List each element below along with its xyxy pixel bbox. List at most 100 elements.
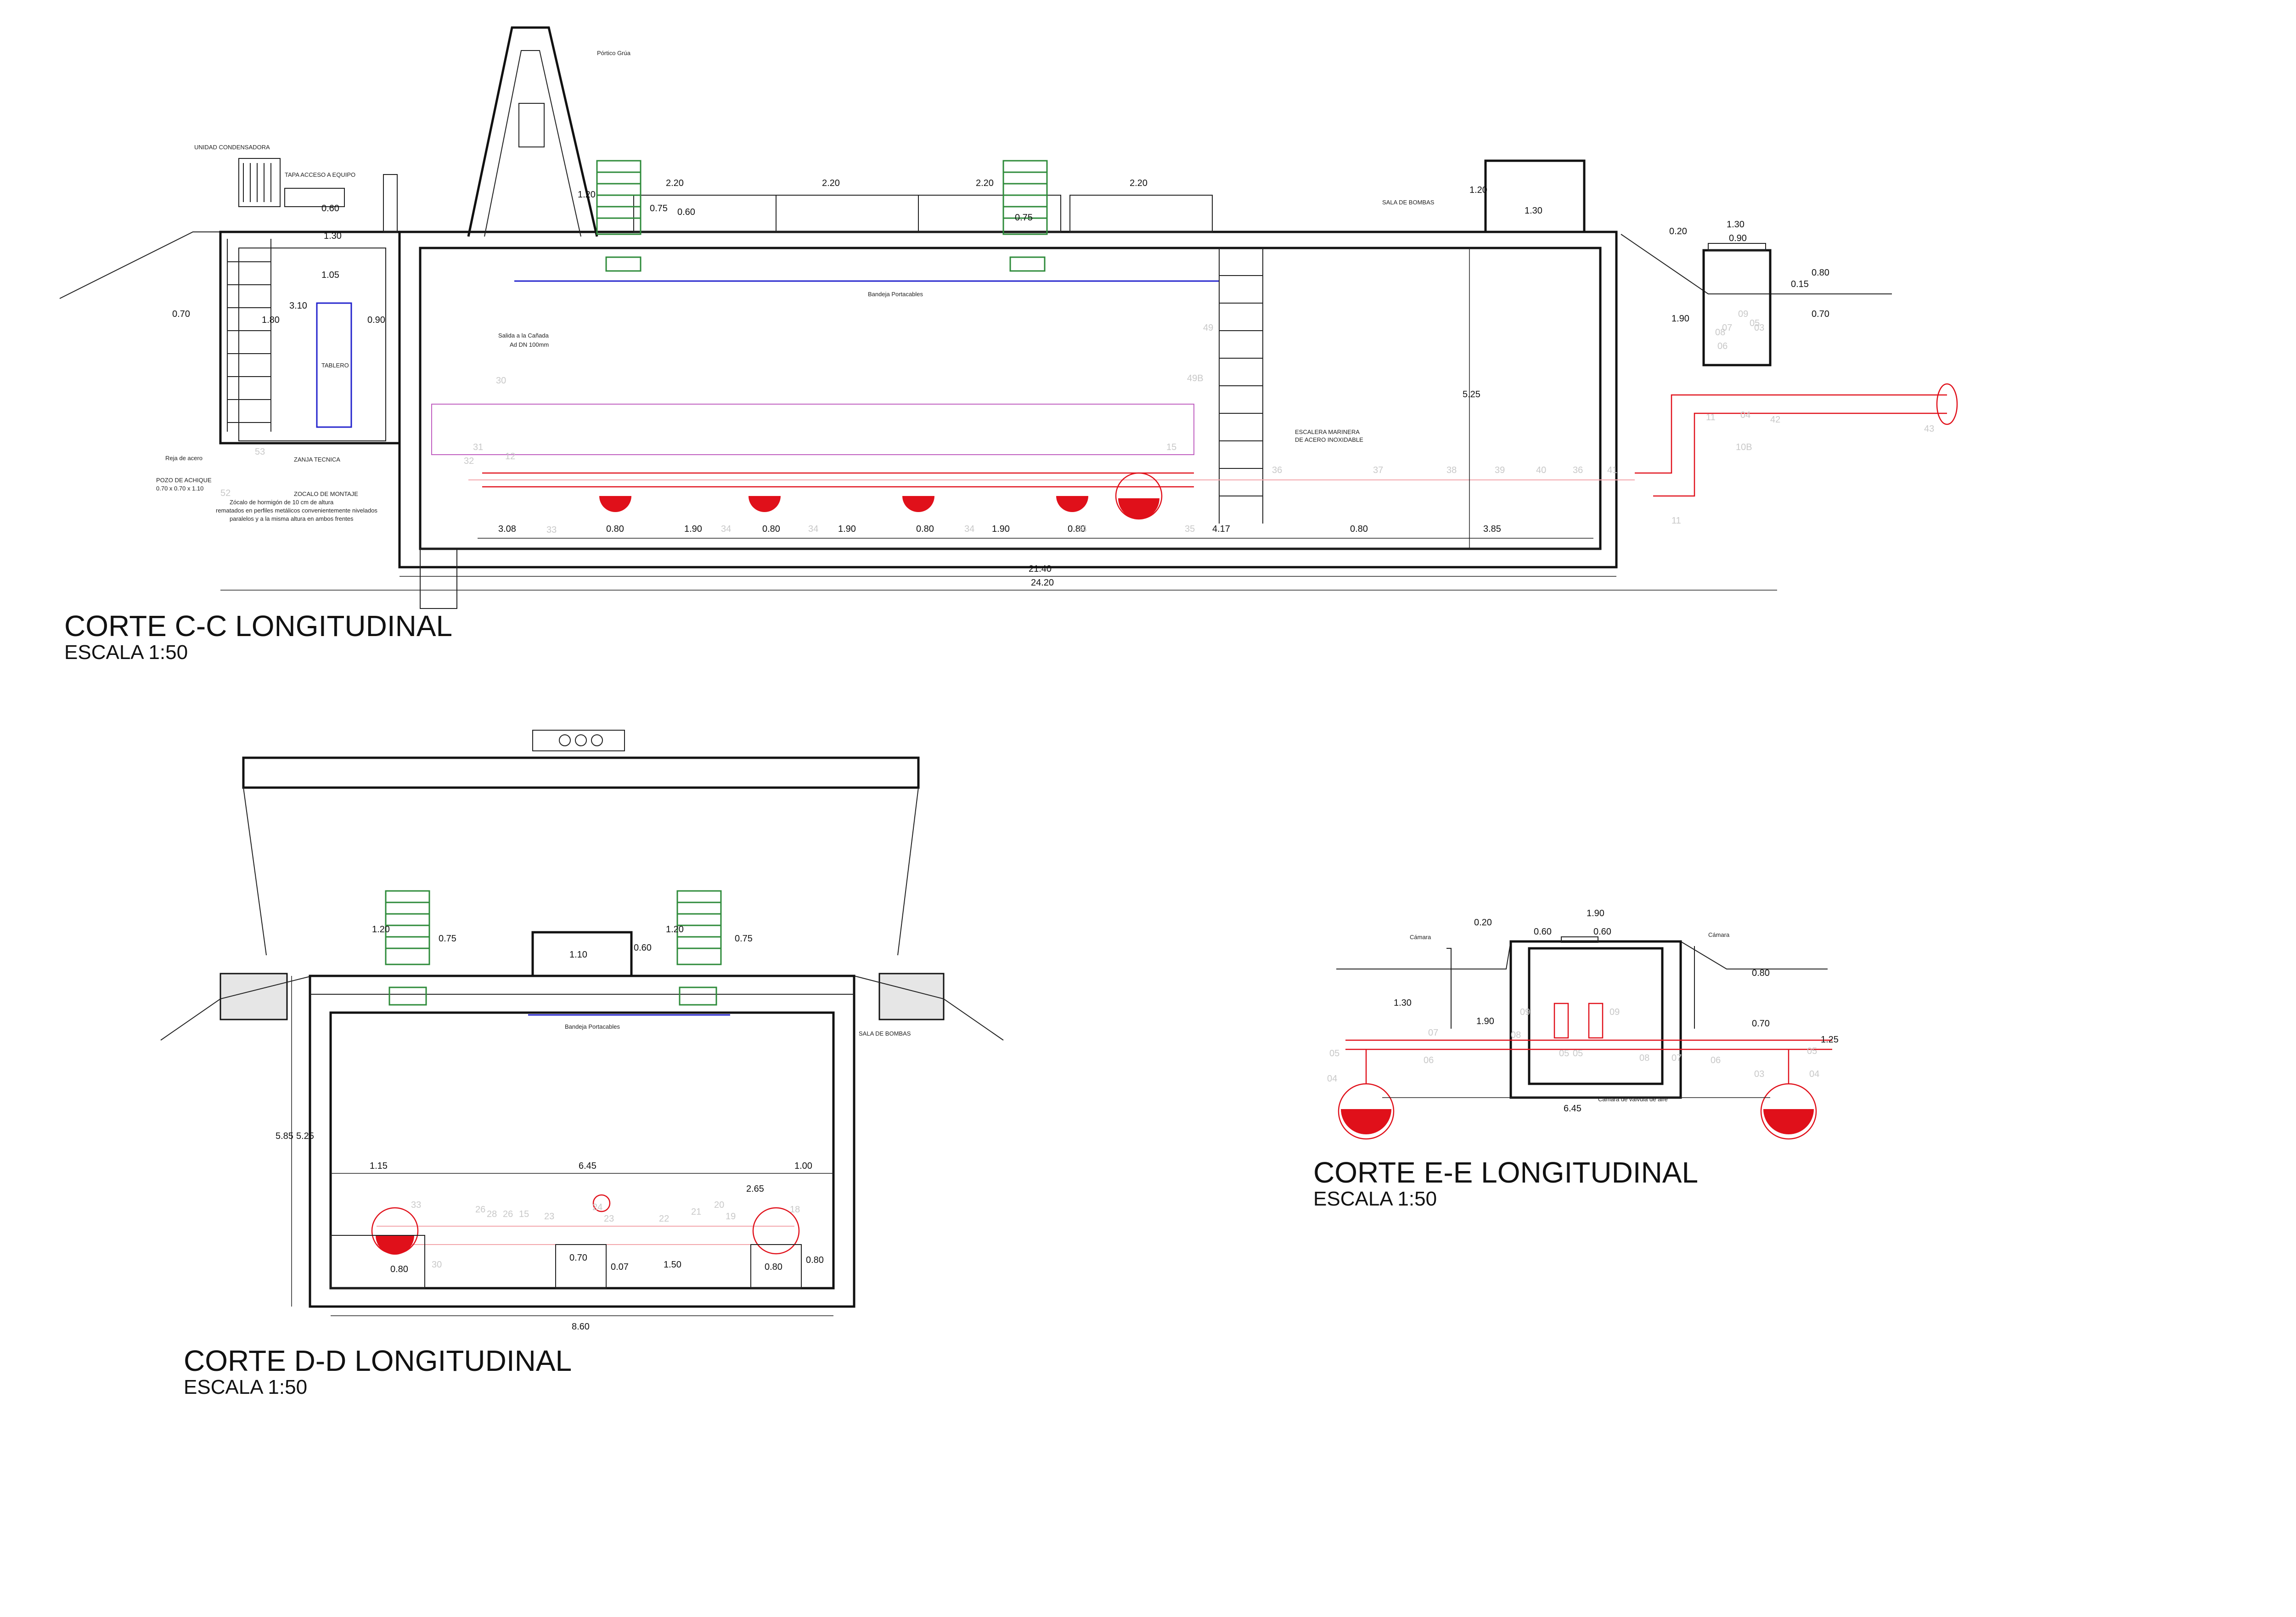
dd-footing-left: [219, 973, 288, 1020]
dim-text: 3.85: [1483, 524, 1501, 534]
dim-text: 2.20: [822, 178, 840, 188]
note-text: ZOCALO DE MONTAJE: [294, 490, 358, 497]
dd-cable-tray-label: Bandeja Portacables: [565, 1023, 620, 1030]
dim-text: 1.90: [1476, 1016, 1494, 1026]
ee-ground-right: [1680, 941, 1828, 969]
dim-text: 5.85: [276, 1131, 293, 1141]
valve-chamber-lid: [1708, 243, 1766, 251]
dim-text: 1.90: [838, 524, 856, 534]
pumps: [599, 472, 1163, 520]
part-mark: 33: [411, 1200, 421, 1210]
dim-text: 2.20: [666, 178, 684, 188]
ee-air-valve-1: [1553, 1003, 1569, 1039]
condenser-fins: [243, 163, 271, 202]
note-text: TAPA ACCESO A EQUIPO: [285, 171, 355, 178]
dim-text: 2.20: [976, 178, 994, 188]
valve-chamber: [1702, 249, 1772, 366]
part-mark: 05: [1559, 1048, 1569, 1059]
part-mark: 36: [1272, 465, 1282, 475]
dim-text: 1.90: [992, 524, 1010, 534]
marine-ladder: [1219, 248, 1263, 524]
ee-valve-chamber-outer: [1509, 940, 1682, 1099]
part-mark: 03: [1754, 323, 1764, 333]
dim-text: 1.90: [1587, 908, 1604, 918]
dim-text: 5.25: [1463, 389, 1480, 400]
dim-text: 1.90: [1671, 314, 1689, 324]
dim-text: 8.60: [572, 1322, 590, 1332]
part-mark: 34: [721, 524, 731, 534]
part-mark: 08: [1715, 327, 1725, 338]
note-text: 0.70 x 0.70 x 1.10: [156, 485, 203, 492]
dd-ground-right: [854, 975, 1004, 1041]
left-chamber-inner: [238, 248, 386, 441]
ladder-label-2: DE ACERO INOXIDABLE: [1295, 436, 1363, 443]
left-chamber: [219, 231, 401, 445]
dim-text: 3.10: [289, 301, 307, 311]
dd-vent-louvre-2: [676, 890, 722, 1006]
dd-access-hatch: [531, 931, 633, 977]
part-mark: 53: [255, 447, 265, 457]
part-mark: 33: [546, 525, 557, 535]
panel-label: TABLERO: [321, 362, 349, 369]
dim-text: 0.70: [569, 1253, 587, 1263]
dd-gantry-leg-l: [243, 787, 267, 956]
outlet-label-1: Salida a la Cañada: [498, 332, 549, 339]
dim-text: 0.80: [390, 1264, 408, 1274]
dim-text: 0.60: [321, 203, 339, 214]
dim-text: 1.30: [1525, 206, 1542, 216]
dd-gantry-beam: [242, 756, 920, 789]
part-mark: 20: [714, 1200, 724, 1210]
dd-gantry-leg-r: [897, 787, 919, 956]
dim-text: 1.20: [372, 924, 390, 935]
dd-valve-base: [555, 1244, 607, 1289]
part-mark: 07: [1428, 1028, 1438, 1038]
note-text: ZANJA TECNICA: [294, 456, 340, 463]
roof-hatch-2: [776, 195, 919, 232]
part-mark: 05: [1329, 1048, 1339, 1059]
part-mark: 15: [519, 1209, 529, 1219]
part-mark: 52: [220, 488, 231, 498]
dim-text: 1.90: [684, 524, 702, 534]
dim-text: 0.80: [606, 524, 624, 534]
dim-text: 2.20: [1130, 178, 1148, 188]
ee-ground-left: [1336, 941, 1511, 969]
external-pipe-2: [1653, 412, 1947, 497]
pump-3: [902, 496, 934, 512]
part-mark: 04: [1327, 1074, 1337, 1084]
vent-chimney: [383, 174, 398, 232]
main-chamber-inner: [419, 247, 1602, 550]
dd-valve-wheel: [592, 1194, 611, 1212]
part-mark: 15: [1166, 442, 1176, 452]
part-mark: 26: [475, 1205, 485, 1215]
cc-title: CORTE C-C LONGITUDINAL: [64, 609, 452, 642]
roof-hatch-1: [633, 195, 777, 232]
dim-text: 1.30: [324, 231, 342, 241]
dim-text: 0.80: [916, 524, 934, 534]
dim-text: 3.08: [498, 524, 516, 534]
note-text: Zócalo de hormigón de 10 cm de altura: [230, 499, 334, 506]
part-mark: 49: [1203, 323, 1213, 333]
ee-chamber-lid: [1561, 936, 1598, 943]
sump-pit: [420, 548, 457, 609]
dim-text: 0.60: [634, 943, 652, 953]
dd-pump-base: [330, 1235, 425, 1289]
part-mark: 19: [726, 1211, 736, 1222]
ee-scale: ESCALA 1:50: [1313, 1188, 1437, 1210]
ladder-label-1: ESCALERA MARINERA: [1295, 428, 1360, 435]
note-text: POZO DE ACHIQUE: [156, 477, 212, 484]
part-mark: 06: [1424, 1055, 1434, 1065]
dim-text: 0.70: [172, 309, 190, 319]
dim-text: 1.30: [1394, 998, 1412, 1008]
cc-scale: ESCALA 1:50: [64, 641, 188, 664]
dim-text: 1.20: [578, 190, 596, 200]
dim-text: 5.25: [296, 1131, 314, 1141]
dd-pipe-end: [752, 1207, 800, 1255]
part-mark: 30: [496, 376, 506, 386]
ee-dimensions: 0.20 1.90 0.60 0.60 1.30 1.90 0.80 0.70 …: [1394, 908, 1839, 1114]
dd-trolley-wheel: [591, 734, 603, 746]
dim-text: 0.07: [611, 1262, 629, 1272]
dim-text: 0.70: [1752, 1019, 1770, 1029]
part-mark: 03: [1754, 1069, 1764, 1079]
dim-text: 0.80: [1068, 524, 1086, 534]
